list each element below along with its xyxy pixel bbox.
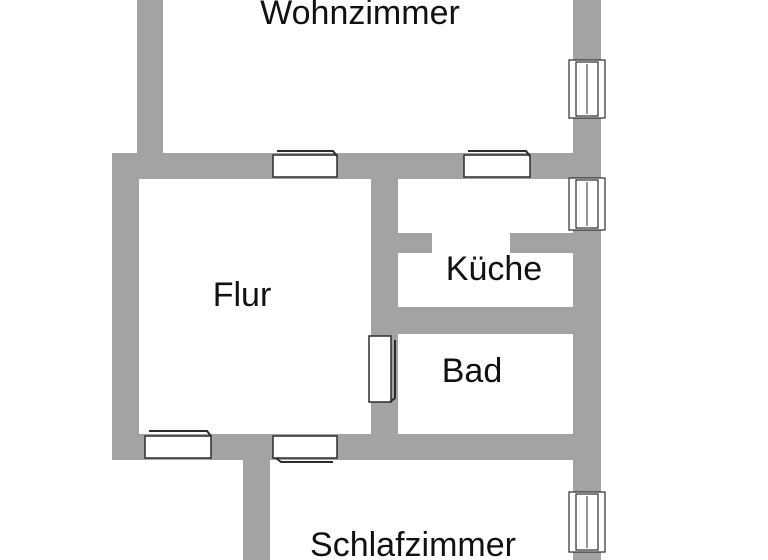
wall-kitchen-stub-left [396, 233, 432, 253]
wall-kitchen-bath [371, 307, 601, 334]
room-label-schlafzimmer: Schlafzimmer [310, 526, 516, 560]
wall-hall-left [112, 153, 139, 460]
window-bedroom [568, 491, 606, 553]
doors [144, 150, 531, 463]
wall-living-left [137, 0, 163, 178]
room-label-bad: Bad [442, 352, 503, 390]
wall-kitchen-stub-right [510, 233, 601, 253]
windows [568, 59, 606, 553]
room-labels: Wohnzimmer Flur Küche Bad Schlafzimmer [213, 0, 542, 560]
door-hall-bottom [144, 430, 212, 459]
window-kitchen [568, 177, 606, 231]
door-hall-bath [368, 335, 396, 403]
wall-hall-right [371, 153, 398, 460]
door-living-kitchen [463, 150, 531, 178]
room-label-kueche: Küche [446, 250, 542, 288]
wall-bedroom-left [243, 434, 270, 560]
door-hall-bedroom [272, 435, 338, 463]
room-label-flur: Flur [213, 276, 272, 314]
room-label-wohnzimmer: Wohnzimmer [260, 0, 460, 32]
door-living-hall [272, 150, 338, 178]
window-living [568, 59, 606, 119]
